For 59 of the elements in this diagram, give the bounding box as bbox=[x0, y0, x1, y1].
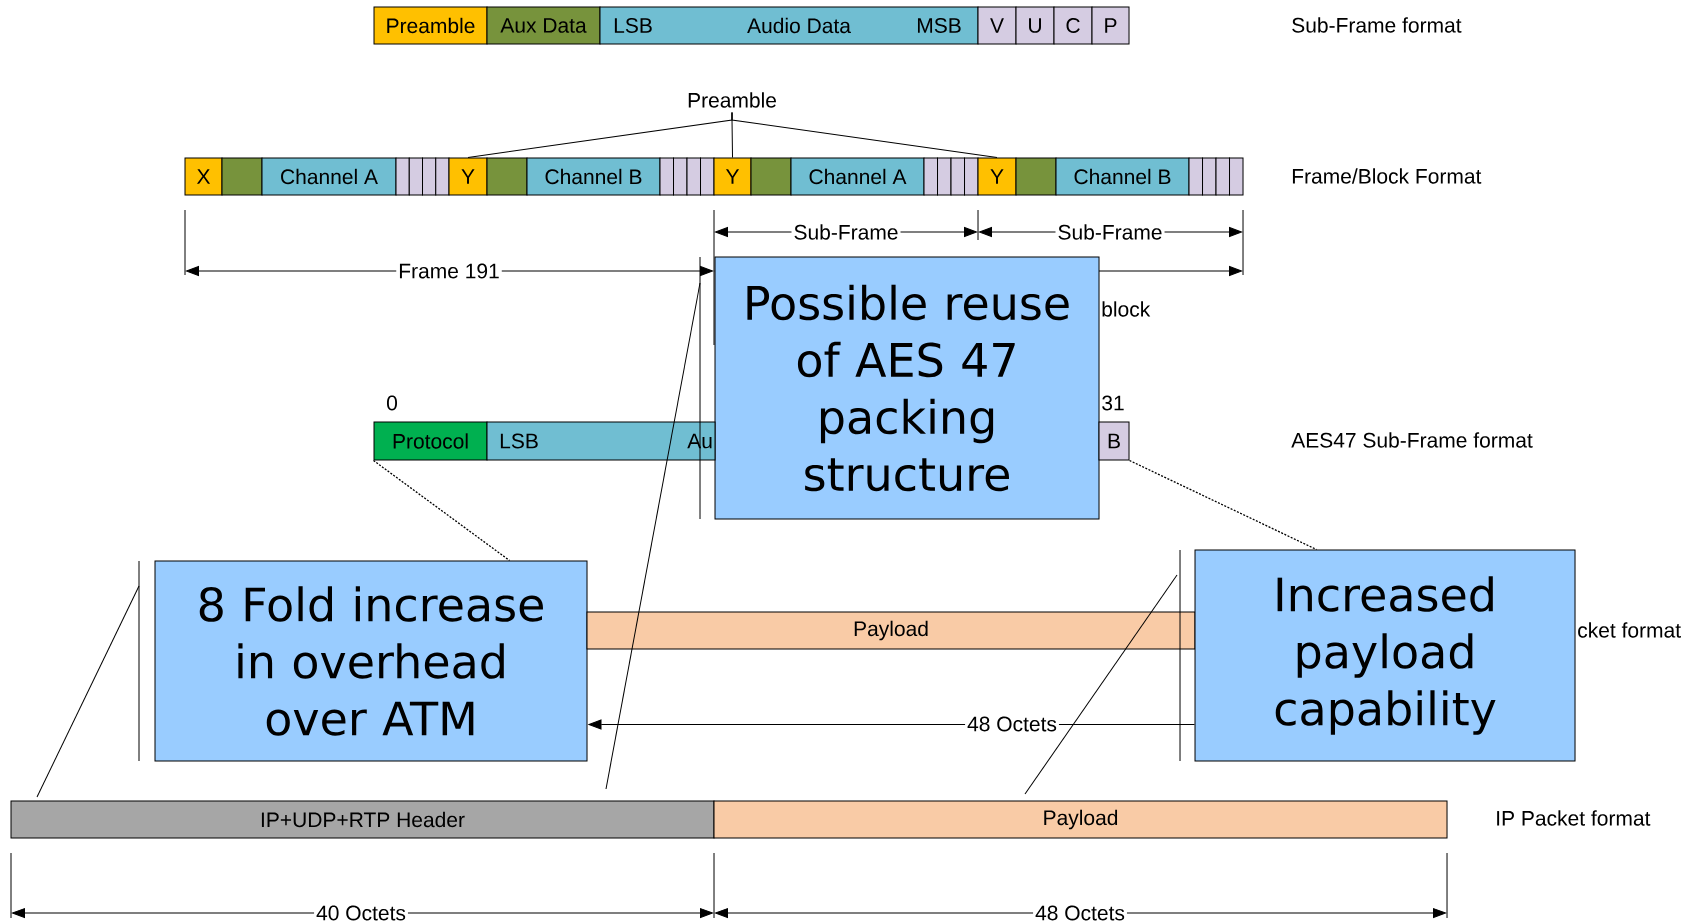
bit-field bbox=[964, 157, 979, 196]
aux-data-field bbox=[486, 157, 528, 196]
text-label: IP Packet format bbox=[1497, 810, 1651, 826]
dimension-label: Sub-Frame bbox=[791, 222, 901, 242]
bit-field bbox=[1229, 157, 1244, 196]
preamble-field: Y bbox=[448, 157, 488, 196]
text-label: Sub-Frame format bbox=[1292, 17, 1462, 33]
preamble-field: Y bbox=[713, 157, 752, 196]
bit-field bbox=[950, 157, 965, 196]
header-field: IP+UDP+RTP Header bbox=[10, 800, 715, 839]
audio-data-field: LSB Au bbox=[486, 421, 716, 461]
callout-box: Increased payload capability bbox=[1194, 549, 1576, 762]
bit-field bbox=[408, 157, 423, 196]
bit-field: V bbox=[977, 6, 1017, 45]
preamble-field: Y bbox=[977, 157, 1017, 196]
protocol-field: Protocol bbox=[373, 421, 488, 461]
payload-field: Payload bbox=[586, 611, 1196, 650]
callout-box: Possible reuse of AES 47 packing structure bbox=[714, 256, 1100, 520]
audio-data-field: LSB Audio Data MSB bbox=[599, 6, 979, 45]
channel-field: Channel B bbox=[526, 157, 661, 196]
aux-data-field bbox=[750, 157, 792, 196]
preamble-field: X bbox=[184, 157, 223, 196]
bit-field bbox=[422, 157, 437, 196]
bit-field bbox=[659, 157, 674, 196]
channel-field: Channel A bbox=[261, 157, 397, 196]
bit-field: P bbox=[1091, 6, 1130, 45]
leader-line bbox=[1128, 459, 1318, 551]
aux-data-field bbox=[1015, 157, 1057, 196]
bit-field bbox=[435, 157, 450, 196]
payload-field: Payload bbox=[713, 800, 1448, 839]
bit-field bbox=[686, 157, 701, 196]
bit-field bbox=[700, 157, 715, 196]
dimension-label: Frame 191 bbox=[396, 261, 502, 281]
callout-box: 8 Fold increase in overhead over ATM bbox=[154, 560, 588, 762]
bit-field: C bbox=[1053, 6, 1093, 45]
channel-field: Channel A bbox=[790, 157, 925, 196]
channel-field: Channel B bbox=[1055, 157, 1190, 196]
bit-field bbox=[395, 157, 410, 196]
bit-field bbox=[1188, 157, 1203, 196]
dimension-label: 40 Octets bbox=[314, 903, 408, 923]
edge-label: 48 Octets bbox=[965, 714, 1059, 734]
bit-field: B bbox=[1098, 421, 1130, 461]
bit-field: U bbox=[1015, 6, 1055, 45]
aux-data-field bbox=[221, 157, 263, 196]
dimension-label: 48 Octets bbox=[1033, 903, 1127, 923]
bit-field bbox=[923, 157, 938, 196]
text-label: Frame/Block Format bbox=[1292, 168, 1482, 184]
leader-line bbox=[372, 459, 511, 562]
text-label: 31 bbox=[1102, 395, 1124, 411]
bit-field bbox=[1202, 157, 1217, 196]
aux-data-field: Aux Data bbox=[486, 6, 601, 45]
preamble-label: Preamble bbox=[688, 92, 776, 108]
preamble-field: Preamble bbox=[373, 6, 488, 45]
bit-field bbox=[937, 157, 952, 196]
bit-field bbox=[673, 157, 688, 196]
dimension-label: Sub-Frame bbox=[1055, 222, 1165, 242]
bit-field bbox=[1215, 157, 1230, 196]
leader-line bbox=[731, 112, 998, 158]
text-label: AES47 Sub-Frame format bbox=[1291, 432, 1533, 448]
